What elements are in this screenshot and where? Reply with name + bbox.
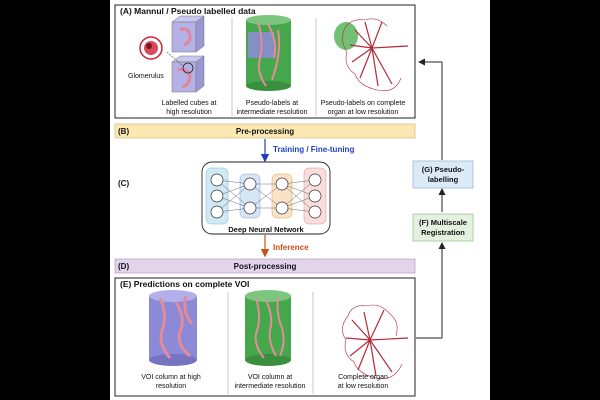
training-label: Training / Fine-tuning bbox=[273, 145, 354, 154]
caption-e1-line2: resolution bbox=[156, 383, 186, 390]
panel-b-bar: (B) Pre-processing bbox=[114, 123, 416, 139]
caption-a2-line1: Pseudo-labels at bbox=[246, 100, 298, 107]
multiscale-registration-box bbox=[412, 213, 474, 242]
voi-column-high-res bbox=[149, 290, 197, 366]
inference-label: Inference bbox=[273, 243, 309, 252]
caption-a2-line2: intermediate resolution bbox=[237, 109, 308, 116]
f-box-line1: (F) Multiscale bbox=[419, 218, 467, 227]
panel-e-title: (E) Predictions on complete VOI bbox=[120, 279, 249, 289]
caption-e2-line2: intermediate resolution bbox=[235, 383, 306, 390]
panel-a: (A) Mannul / Pseudo labelled data Glomer… bbox=[114, 4, 416, 119]
panel-e: (E) Predictions on complete VOI VOI colu… bbox=[114, 277, 416, 397]
caption-e3-line2: at low resolution bbox=[338, 383, 389, 390]
panel-b-label: (B) bbox=[118, 127, 129, 136]
caption-e3-line1: Complete organ bbox=[338, 374, 388, 381]
caption-e2-line1: VOI column at bbox=[248, 374, 292, 381]
caption-a1-line2: high resolution bbox=[166, 109, 212, 116]
organ-low-res-a bbox=[334, 18, 409, 92]
caption-a3-line1: Pseudo-labels on complete bbox=[321, 100, 406, 107]
glomerulus-label: Glomerulus bbox=[128, 73, 164, 80]
g-box-line1: (G) Pseudo- bbox=[422, 165, 465, 174]
labelled-cubes-illustration bbox=[166, 15, 205, 93]
complete-organ-low-res bbox=[342, 304, 409, 379]
panel-d-title: Post-processing bbox=[234, 262, 297, 271]
f-box-line2: Registration bbox=[421, 228, 465, 237]
pseudo-label-cylinder-a bbox=[246, 15, 291, 91]
feedback-loop: (G) Pseudo- labelling (F) Multiscale Reg… bbox=[412, 58, 474, 339]
caption-a3-line2: organ at low resolution bbox=[328, 109, 399, 116]
g-box-line2: labelling bbox=[428, 175, 459, 184]
pseudo-labelling-box bbox=[412, 160, 474, 189]
caption-a1-line1: Labelled cubes at bbox=[162, 100, 217, 107]
panel-b-title: Pre-processing bbox=[236, 127, 294, 136]
panel-a-title: (A) Mannul / Pseudo labelled data bbox=[120, 6, 256, 16]
panel-d-bar: (D) Post-processing bbox=[114, 258, 416, 274]
caption-e1-line1: VOI column at high bbox=[141, 374, 201, 381]
glomerulus-illustration bbox=[139, 36, 163, 60]
voi-column-intermediate-res bbox=[245, 290, 291, 366]
panel-d-label: (D) bbox=[118, 262, 129, 271]
network-label: Deep Neural Network bbox=[228, 225, 304, 234]
neural-network-diagram: (C) Deep Neural Network bbox=[118, 161, 331, 235]
panel-c-label: (C) bbox=[118, 179, 129, 188]
